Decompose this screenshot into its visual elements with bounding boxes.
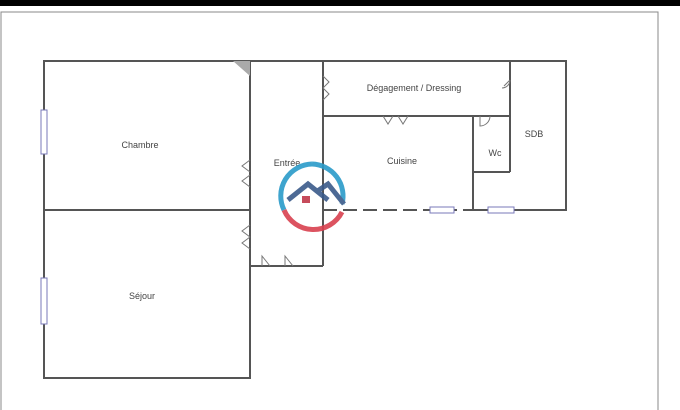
watermark-logo — [278, 161, 346, 232]
windows — [40, 109, 515, 325]
room-label-chambre: Chambre — [121, 140, 158, 150]
doors — [241, 75, 511, 267]
page-frame — [0, 11, 659, 410]
room-label-wc: Wc — [489, 148, 502, 158]
walls — [43, 60, 567, 379]
room-label-cuisine: Cuisine — [387, 156, 417, 166]
room-label-sejour: Séjour — [129, 291, 155, 301]
room-label-entree: Entrée — [274, 158, 301, 168]
room-label-degagement: Dégagement / Dressing — [367, 83, 462, 93]
top-bar — [0, 0, 680, 6]
room-label-sdb: SDB — [525, 129, 544, 139]
